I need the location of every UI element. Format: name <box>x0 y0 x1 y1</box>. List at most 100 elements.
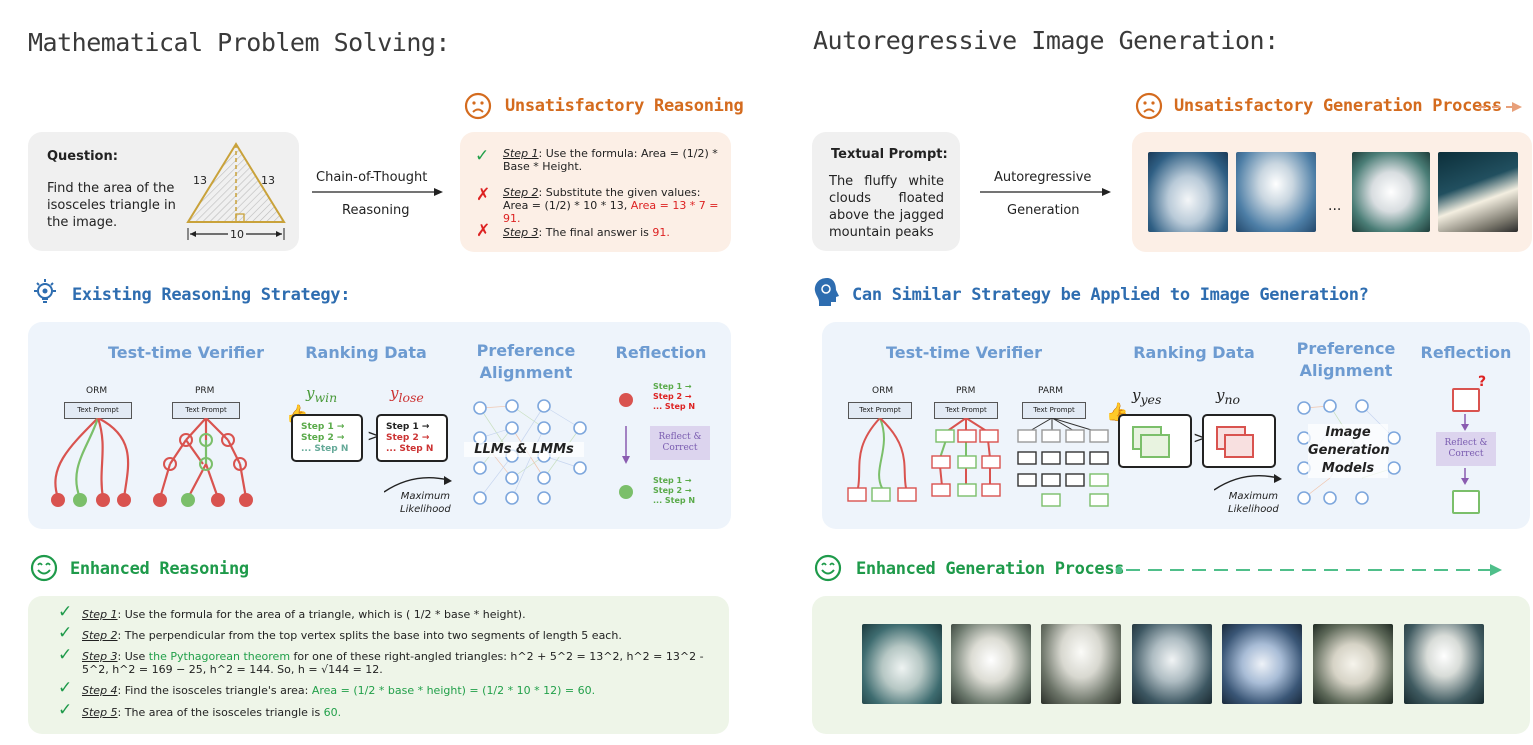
prm-label: PRM <box>195 386 215 396</box>
question-box: Question: Find the area of the isosceles… <box>28 132 299 251</box>
win-bubble: Step 1 →Step 2 →... Step N <box>291 414 363 462</box>
prm-text-prompt: Text Prompt <box>934 402 998 419</box>
parm-label: PARM <box>1038 386 1064 396</box>
unsat-step-3: Step 3: The final answer is 91. <box>503 226 670 239</box>
enh-image-thumb <box>1222 624 1302 704</box>
question-mark: ? <box>1478 374 1487 390</box>
gen-image-thumb <box>1236 152 1316 232</box>
head-bulb-icon <box>812 276 842 312</box>
parm-text-prompt: Text Prompt <box>1022 402 1086 419</box>
cot-label-1: Chain-of-Thought <box>316 170 428 185</box>
lightbulb-icon <box>30 277 60 311</box>
bad-image-icon <box>1452 388 1480 412</box>
check-icon: ✓ <box>58 645 73 665</box>
question-label: Question: <box>47 149 118 164</box>
check-icon: ✓ <box>58 623 73 643</box>
col-reflection: Reflection <box>1420 343 1512 362</box>
llm-model-label: LLMs & LMMs <box>464 442 584 457</box>
col-test-time-verifier: Test-time Verifier <box>885 343 1042 362</box>
reflect-correct-box: Reflect & Correct <box>1436 432 1496 466</box>
col-ranking-data: Ranking Data <box>1133 343 1255 362</box>
sad-face-icon <box>1135 92 1163 124</box>
prompt-text: The fluffy white clouds floated above th… <box>829 174 944 240</box>
happy-face-icon <box>30 554 58 586</box>
existing-strategy-title: Existing Reasoning Strategy: <box>72 285 351 305</box>
enhanced-steps-box: ✓ Step 1: Use the formula for the area o… <box>28 596 729 734</box>
unsat-images-box: ... <box>1132 132 1532 252</box>
col-ranking-data: Ranking Data <box>305 343 427 362</box>
reflect-correct-box: Reflect & Correct <box>650 426 710 460</box>
prm-text-prompt: Text Prompt <box>172 402 240 419</box>
question-text: Find the area of the isosceles triangle … <box>47 181 176 230</box>
cot-arrow-icon <box>312 188 443 196</box>
enh-step-3: Step 3: Use the Pythagorean theorem for … <box>82 650 704 676</box>
image-strategy-box: Test-time Verifier Ranking Data Preferen… <box>822 322 1530 529</box>
base-label: 10 <box>228 228 246 242</box>
orm-label: ORM <box>872 386 894 396</box>
check-icon: ✓ <box>58 678 73 698</box>
check-icon: ✓ <box>58 602 73 622</box>
check-icon: ✓ <box>58 700 73 720</box>
enhanced-images-box <box>812 596 1530 734</box>
enh-step-2: Step 2: The perpendicular from the top v… <box>82 629 622 642</box>
orm-text-prompt: Text Prompt <box>848 402 912 419</box>
curved-arrow-icon <box>1214 474 1282 491</box>
happy-face-icon <box>814 554 842 586</box>
neural-network-icon <box>1297 399 1401 505</box>
similar-strategy-title: Can Similar Strategy be Applied to Image… <box>852 285 1369 305</box>
down-arrow-icon <box>1461 468 1469 485</box>
side-a-label: 13 <box>193 174 207 187</box>
reflection-steps-top: Step 1 →Step 2 →... Step N <box>653 382 696 411</box>
enhanced-generation-title: Enhanced Generation Process <box>856 559 1125 579</box>
cross-icon: ✗ <box>476 185 491 205</box>
ar-label-1: Autoregressive <box>994 170 1092 185</box>
reflection-dots <box>619 393 633 499</box>
col-alignment: Alignment <box>1299 361 1393 380</box>
cot-label-2: Reasoning <box>342 203 410 218</box>
enhanced-reasoning-title: Enhanced Reasoning <box>70 559 249 579</box>
gen-image-thumb <box>1438 152 1518 232</box>
col-alignment: Alignment <box>479 363 573 382</box>
orm-label: ORM <box>86 386 108 396</box>
col-test-time-verifier: Test-time Verifier <box>107 343 264 362</box>
reflection-steps-bottom: Step 1 →Step 2 →... Step N <box>653 476 696 505</box>
lose-bubble: Step 1 →Step 2 →... Step N <box>376 414 448 462</box>
enh-image-thumb <box>1313 624 1393 704</box>
unsat-steps-box: ✓ Step 1: Use the formula: Area = (1/2) … <box>460 132 731 252</box>
yes-bubble <box>1118 414 1192 468</box>
side-b-label: 13 <box>261 174 275 187</box>
neural-network-icon <box>473 399 587 505</box>
prompt-label: Textual Prompt: <box>831 147 948 162</box>
orm-text-prompt: Text Prompt <box>64 402 132 419</box>
gen-image-thumb <box>1352 152 1430 232</box>
y-no-label: yno <box>1216 386 1241 407</box>
gen-image-thumb <box>1148 152 1228 232</box>
enh-image-thumb <box>1132 624 1212 704</box>
prm-label: PRM <box>956 386 976 396</box>
image-verifier-trees <box>847 418 1109 507</box>
y-lose-label: ylose <box>390 384 424 405</box>
unsatisfactory-generation-title: Unsatisfactory Generation Process <box>1174 96 1502 116</box>
curved-arrow-icon <box>384 476 452 493</box>
enh-image-thumb <box>951 624 1031 704</box>
existing-strategy-box: Test-time Verifier Ranking Data Preferen… <box>28 322 731 529</box>
ar-label-2: Generation <box>1007 203 1080 218</box>
unsat-step-1: Step 1: Use the formula: Area = (1/2) * … <box>503 147 718 173</box>
no-bubble <box>1202 414 1276 468</box>
enh-image-thumb <box>862 624 942 704</box>
prompt-box: Textual Prompt: The fluffy white clouds … <box>812 132 960 251</box>
left-title: Mathematical Problem Solving: <box>28 28 451 57</box>
check-icon: ✓ <box>475 146 490 166</box>
enh-step-1: Step 1: Use the formula for the area of … <box>82 608 526 621</box>
enh-step-5: Step 5: The area of the isosceles triang… <box>82 706 342 719</box>
right-title: Autoregressive Image Generation: <box>813 26 1279 55</box>
good-image-icon <box>1452 490 1480 514</box>
y-yes-label: yyes <box>1132 386 1162 407</box>
enh-step-4: Step 4: Find the isosceles triangle's ar… <box>82 684 596 697</box>
ar-arrow-icon <box>980 188 1111 196</box>
enh-image-thumb <box>1404 624 1484 704</box>
unsat-step-2: Step 2: Substitute the given values: Are… <box>503 186 719 225</box>
